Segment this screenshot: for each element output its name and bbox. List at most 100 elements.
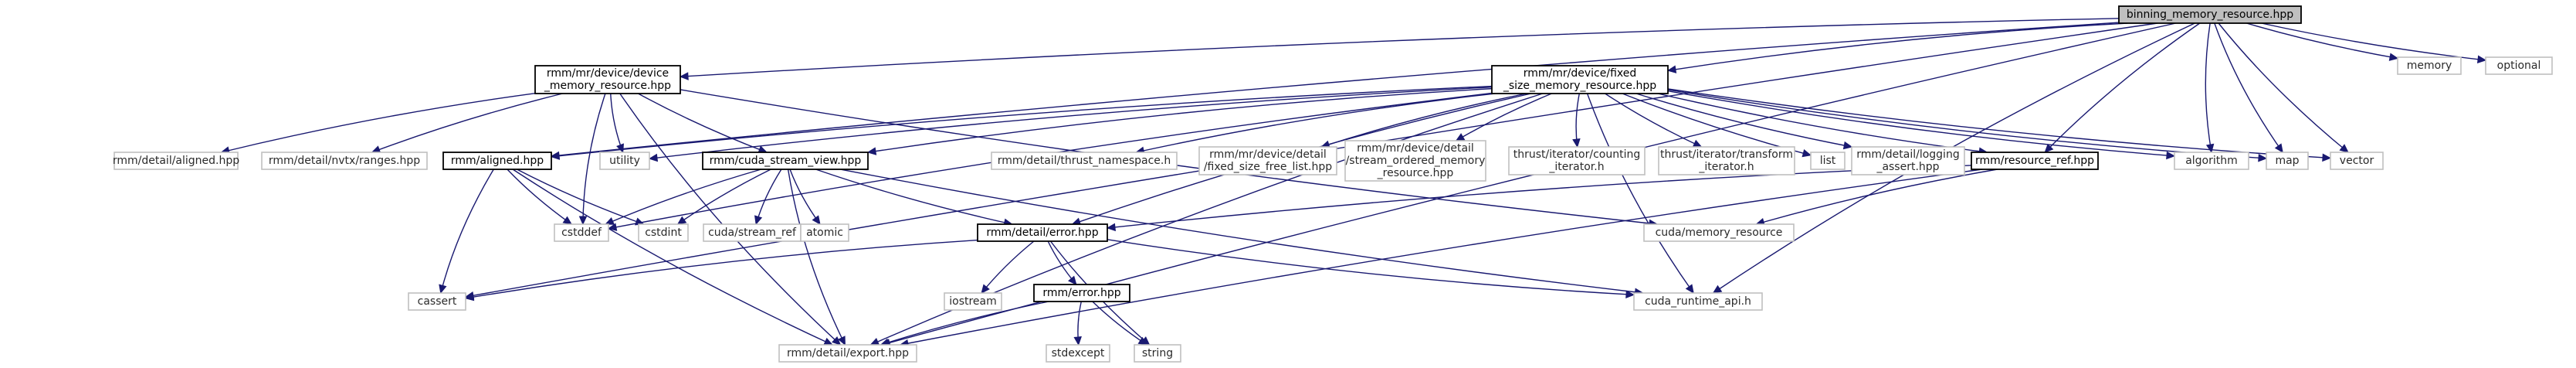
node-root[interactable]: binning_memory_resource.hpp [2118,5,2302,24]
edge-detail-error-to-cuda-runtime-api [1107,239,1635,298]
dependency-edges [220,18,2487,348]
edge-device-memory-resource-to-nvtx-ranges [371,93,563,154]
node-label: algorithm [2185,155,2238,167]
edge-detail-error-to-rmm-error [1047,240,1077,285]
edge-cuda-stream-view-to-cstddef [605,169,761,225]
node-detail-error[interactable]: rmm/detail/error.hpp [977,223,1108,242]
edge-root-to-resource-ref [2044,22,2201,153]
node-label: stdexcept [1052,347,1105,359]
node-label: _resource.hpp [1377,167,1454,179]
node-label: cassert [418,295,457,308]
node-box [2330,152,2384,170]
node-label: cuda/stream_ref [708,227,797,239]
node-label: /fixed_size_free_list.hpp [1204,161,1332,173]
node-label: _iterator.h [1698,161,1754,173]
node-stream-ordered: rmm/mr/device/detail/stream_ordered_memo… [1344,140,1486,182]
edge-root-to-fixed-size-memory-resource [1666,22,2128,73]
edge-detail-error-to-iostream [981,240,1035,294]
edge-device-memory-resource-to-detail-aligned [220,92,536,155]
edge-cuda-stream-view-to-cuda-runtime-api [840,169,1644,297]
node-iostream: iostream [944,292,1002,311]
node-device-memory-resource[interactable]: rmm/mr/device/device_memory_resource.hpp [534,65,681,94]
node-box [261,152,428,170]
node-vector: vector [2330,152,2384,170]
node-label: rmm/mr/device/fixed [1524,67,1637,80]
edge-aligned-to-detail-export [512,169,834,346]
node-box [1344,140,1486,182]
node-box [2174,152,2249,170]
node-label: rmm/detail/export.hpp [787,347,909,359]
node-box [1033,284,1130,302]
node-label: cuda/memory_resource [1656,227,1783,239]
node-label: _memory_resource.hpp [544,80,671,92]
node-label: rmm/cuda_stream_view.hpp [710,155,862,167]
edge-aligned-to-cstddef [507,169,573,225]
node-box [1198,146,1337,175]
node-box [1658,146,1795,175]
node-atomic: atomic [800,223,849,242]
node-box [702,152,869,170]
node-label: rmm/error.hpp [1042,287,1120,299]
node-box [1046,344,1110,363]
edge-aligned-to-cassert [439,169,494,295]
node-label: thrust/iterator/counting [1513,148,1641,161]
node-box [534,65,681,94]
node-label: _iterator.h [1548,161,1604,173]
edge-fixed-size-memory-resource-to-vector [1667,88,2332,162]
node-detail-export: rmm/detail/export.hpp [778,344,917,363]
edge-fixed-size-memory-resource-to-logging-assert [1635,93,1853,150]
node-optional: optional [2485,56,2553,75]
edge-fixed-size-memory-resource-to-cuda-stream-view [866,87,1493,155]
node-label: string [1142,347,1173,359]
node-aligned[interactable]: rmm/aligned.hpp [442,152,552,170]
node-label: rmm/detail/error.hpp [986,227,1098,239]
node-box [1633,292,1763,311]
edge-root-to-map [2214,22,2283,153]
node-algorithm: algorithm [2174,152,2249,170]
node-box [1810,152,1846,170]
node-utility: utility [599,152,650,170]
edge-fixed-size-memory-resource-to-transform-iterator [1605,93,1703,148]
node-cstddef: cstddef [554,223,609,242]
node-label: rmm/mr/device/detail [1357,142,1474,155]
edge-fixed-size-memory-resource-to-fixed-size-free-list [1320,93,1527,148]
node-box [638,223,689,242]
node-transform-iterator: thrust/iterator/transform_iterator.h [1658,146,1795,175]
node-box [2118,5,2302,24]
edge-rmm-error-to-string [1092,301,1148,346]
edge-cuda-stream-view-to-detail-export [787,169,846,346]
node-label: binning_memory_resource.hpp [2127,9,2293,21]
node-cuda-stream-view[interactable]: rmm/cuda_stream_view.hpp [702,152,869,170]
node-label: rmm/detail/nvtx/ranges.hpp [269,155,420,167]
edge-fixed-size-memory-resource-to-cuda-runtime-api [1586,93,1694,294]
edge-root-to-device-memory-resource [679,18,2120,80]
edge-fixed-size-memory-resource-to-utility [648,86,1493,162]
edge-root-to-algorithm [2205,22,2215,154]
node-label: rmm/detail/aligned.hpp [113,155,239,167]
edge-root-to-vector [2218,22,2349,153]
edge-cuda-stream-view-to-cstdint [676,169,771,225]
node-label: iostream [949,295,997,308]
node-label: rmm/mr/device/device [547,67,669,80]
edge-cuda-stream-view-to-detail-error [815,169,1013,227]
node-label: rmm/mr/device/detail [1209,148,1327,161]
node-box [2266,152,2309,170]
node-fixed-size-memory-resource[interactable]: rmm/mr/device/fixed_size_memory_resource… [1491,65,1669,94]
node-stdexcept: stdexcept [1046,344,1110,363]
edge-device-memory-resource-to-cuda-stream-view [638,93,768,154]
node-cassert: cassert [408,292,466,311]
node-label: optional [2497,60,2541,72]
node-box [554,223,609,242]
node-label: _size_memory_resource.hpp [1503,80,1656,92]
node-label: thrust/iterator/transform [1660,148,1793,161]
node-resource-ref[interactable]: rmm/resource_ref.hpp [1971,152,2099,170]
node-label: atomic [806,227,843,239]
edge-resource-ref-to-cuda-memory-resource [1755,169,1998,227]
edge-device-memory-resource-to-utility [610,93,624,154]
node-label: rmm/detail/logging [1856,148,1959,161]
edge-cuda-stream-view-to-atomic [789,169,821,225]
node-label: memory [2407,60,2452,72]
node-fixed-size-free-list: rmm/mr/device/detail/fixed_size_free_lis… [1198,146,1337,175]
node-rmm-error[interactable]: rmm/error.hpp [1033,284,1130,302]
